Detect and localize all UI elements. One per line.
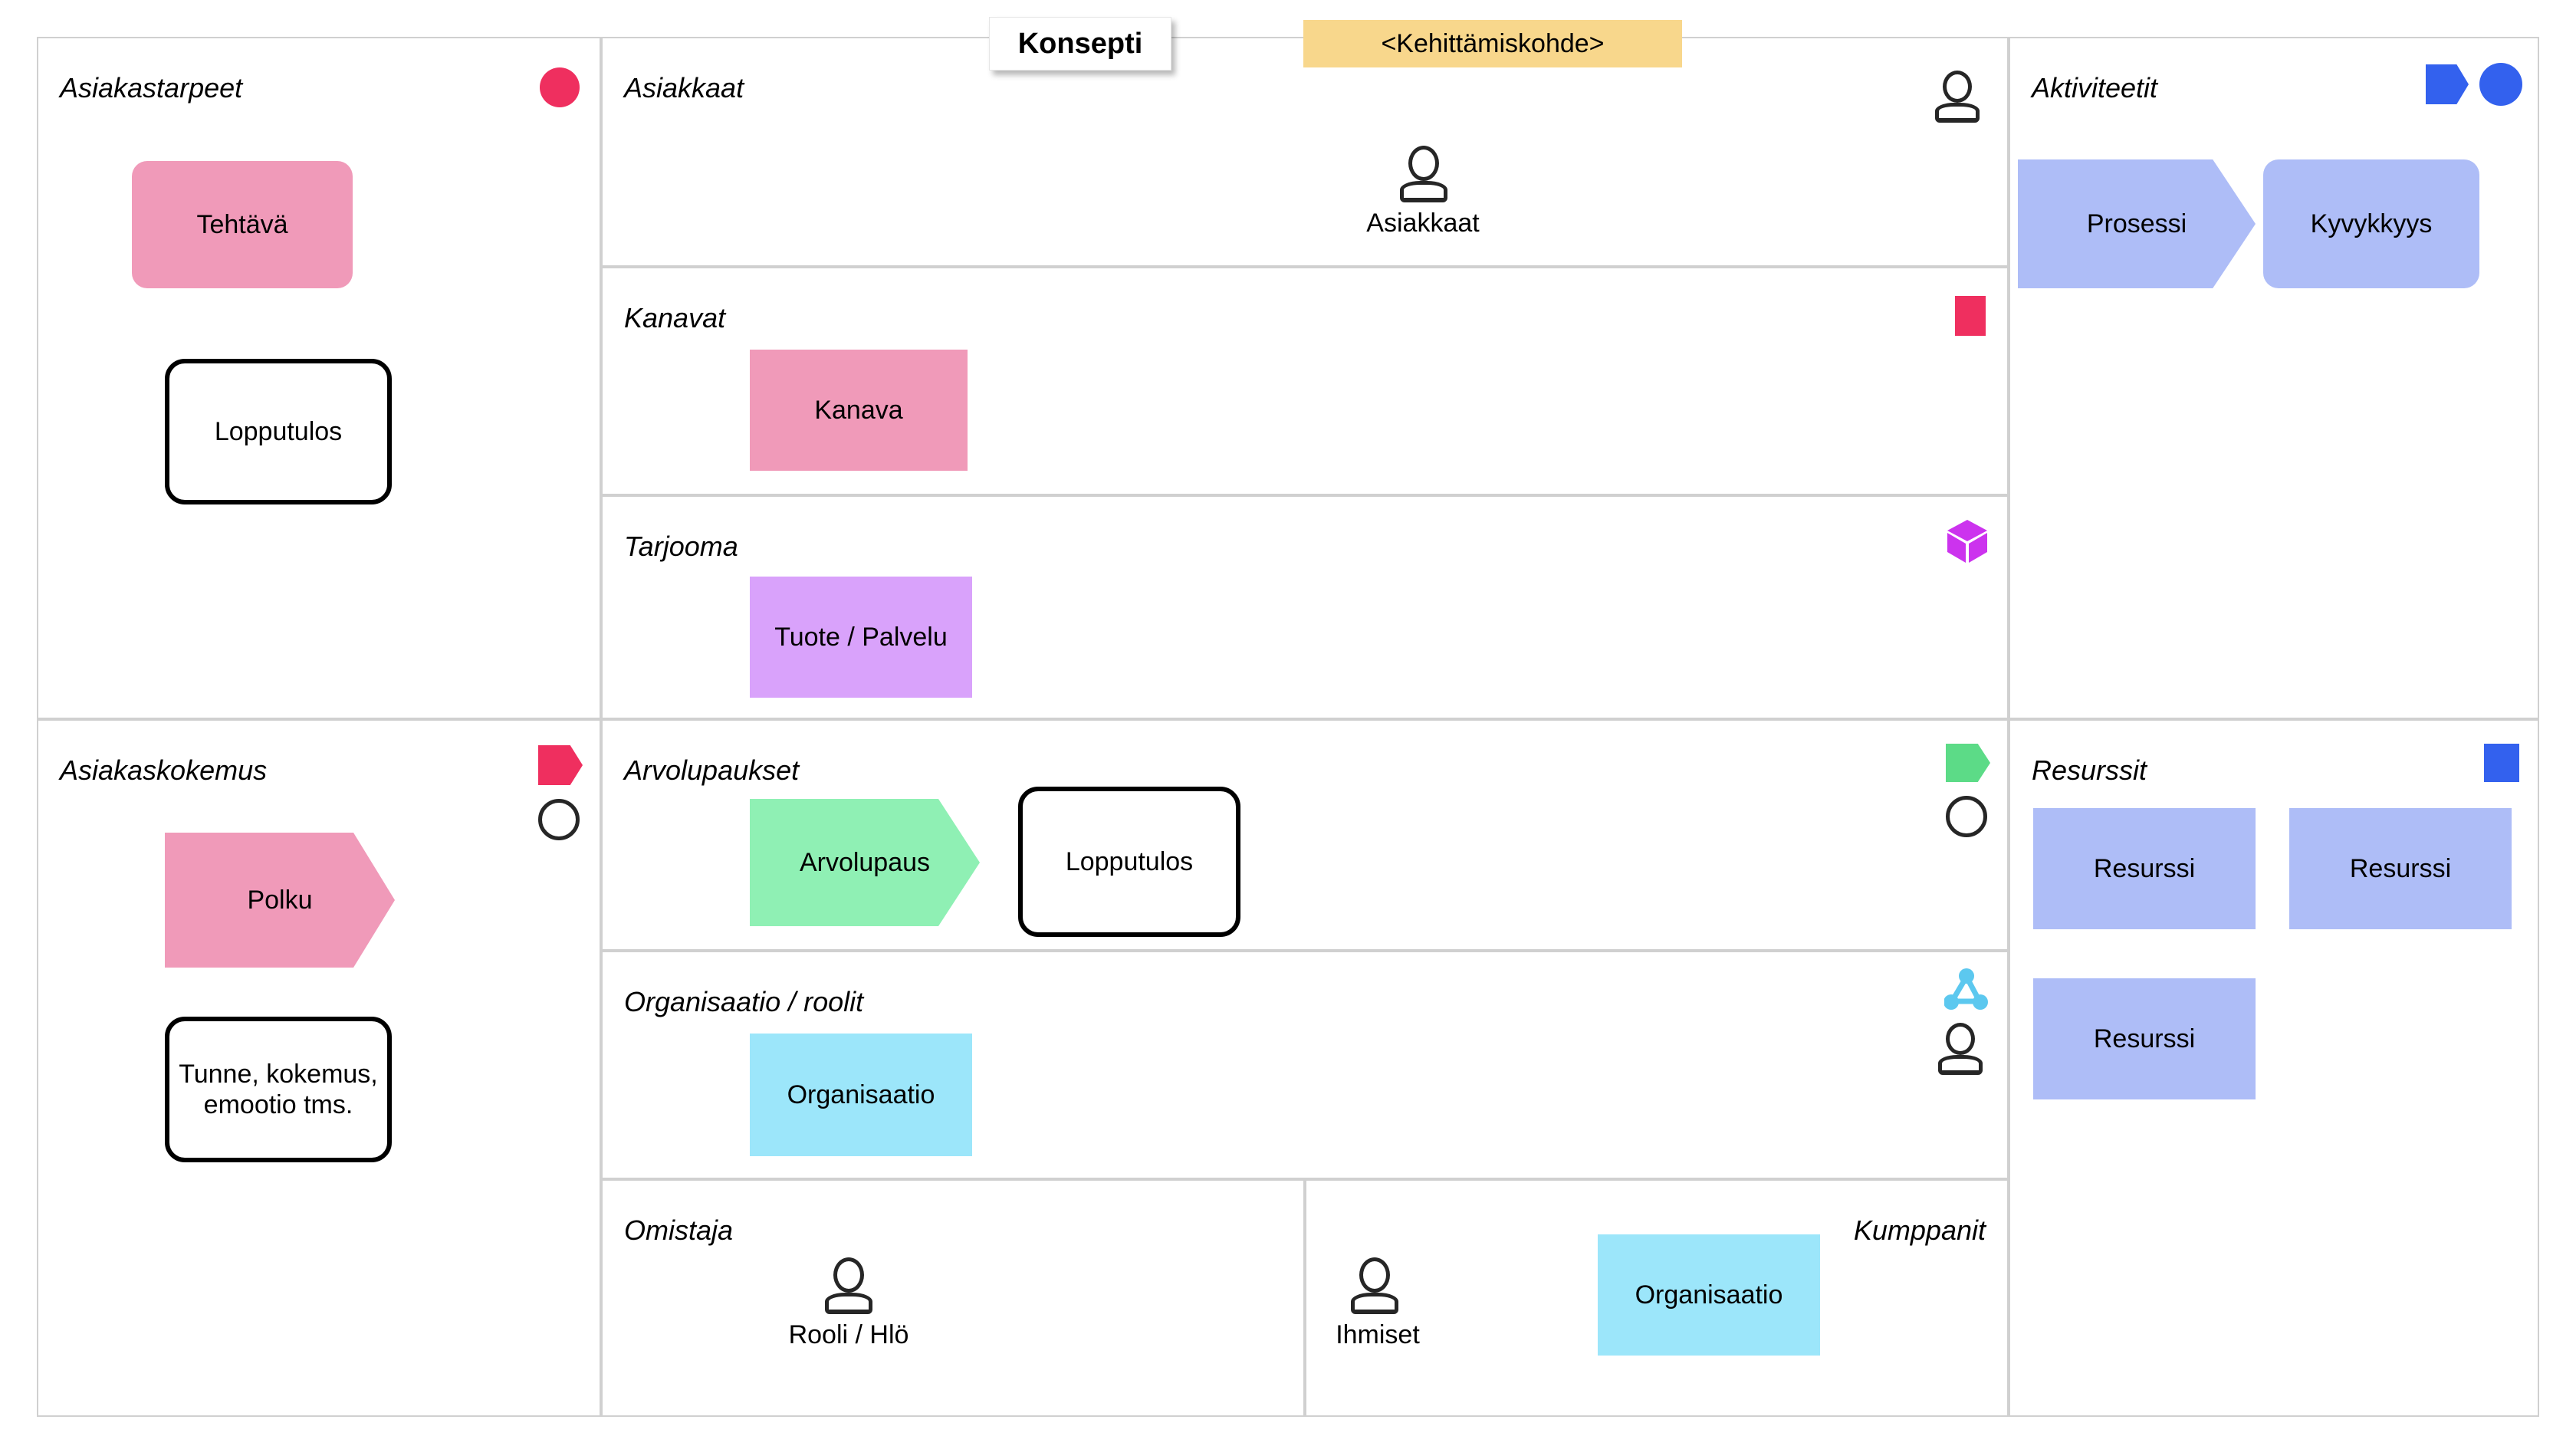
panel-kumppanit[interactable]: Kumppanit Ihmiset Organisaatio: [1305, 1179, 2009, 1417]
cube-icon: [1947, 520, 1987, 563]
person-icon: [1935, 71, 1980, 123]
panel-aktiviteetit[interactable]: Aktiviteetit Prosessi Kyvykkyys: [2009, 37, 2539, 719]
block-lopputulos-tarpeet[interactable]: Lopputulos: [165, 359, 392, 504]
panel-arvolupaukset[interactable]: Arvolupaukset Arvolupaus Lopputulos: [601, 719, 2009, 951]
rect-filled-icon: [1955, 296, 1986, 336]
block-organisaatio-roolit[interactable]: Organisaatio: [750, 1034, 972, 1156]
panel-omistaja[interactable]: Omistaja Rooli / Hlö: [601, 1179, 1305, 1417]
panel-title-kumppanit: Kumppanit: [1853, 1214, 1986, 1246]
block-resurssi-2[interactable]: Resurssi: [2289, 808, 2512, 929]
panel-asiakaskokemus[interactable]: Asiakaskokemus Polku Tunne, kokemus, emo…: [37, 719, 601, 1417]
block-resurssi-3[interactable]: Resurssi: [2033, 978, 2256, 1099]
block-lopputulos-arvo[interactable]: Lopputulos: [1018, 787, 1240, 937]
panel-title-asiakastarpeet: Asiakastarpeet: [60, 72, 243, 104]
panel-title-organisaatio-roolit: Organisaatio / roolit: [624, 986, 864, 1017]
panel-resurssit[interactable]: Resurssit Resurssi Resurssi Resurssi: [2009, 719, 2539, 1417]
block-tehtava[interactable]: Tehtävä: [132, 161, 353, 288]
circle-outline-icon: [538, 799, 580, 840]
panel-title-asiakkaat: Asiakkaat: [624, 72, 744, 104]
person-label-kumppanit: Ihmiset: [1336, 1320, 1420, 1349]
circle-filled-icon-akt: [2479, 63, 2522, 106]
rect-filled-icon-res: [2484, 744, 2519, 782]
block-resurssi-1[interactable]: Resurssi: [2033, 808, 2256, 929]
block-polku[interactable]: Polku: [165, 833, 395, 968]
panel-title-kanavat: Kanavat: [624, 302, 726, 334]
person-icon-roolit: [1938, 1023, 1983, 1075]
panel-title-asiakaskokemus: Asiakaskokemus: [60, 754, 268, 786]
panel-title-arvolupaukset: Arvolupaukset: [624, 754, 800, 786]
block-arvolupaus[interactable]: Arvolupaus: [750, 799, 980, 926]
panel-title-aktiviteetit: Aktiviteetit: [2032, 72, 2158, 104]
chevron-filled-icon: [538, 745, 583, 785]
panel-asiakastarpeet[interactable]: Asiakastarpeet Tehtävä Lopputulos: [37, 37, 601, 719]
konsepti-tab[interactable]: Konsepti: [989, 17, 1171, 71]
chevron-filled-icon-akt: [2426, 64, 2469, 104]
person-icon-asiakkaat: [1400, 146, 1447, 202]
chevron-filled-icon-arvo: [1946, 744, 1990, 782]
panel-title-omistaja: Omistaja: [624, 1214, 734, 1246]
panel-organisaatio-roolit[interactable]: Organisaatio / roolit Organisaatio: [601, 951, 2009, 1179]
panel-title-tarjooma: Tarjooma: [624, 531, 738, 562]
block-tunne-kokemus[interactable]: Tunne, kokemus, emootio tms.: [165, 1017, 392, 1162]
panel-tarjooma[interactable]: Tarjooma Tuote / Palvelu: [601, 495, 2009, 719]
person-icon-kumppanit: [1351, 1257, 1398, 1314]
panel-asiakkaat[interactable]: Asiakkaat Asiakkaat: [601, 37, 2009, 267]
block-prosessi[interactable]: Prosessi: [2018, 159, 2256, 288]
kehittamiskohde-banner[interactable]: <Kehittämiskohde>: [1303, 20, 1682, 67]
network-node-icon: [1944, 968, 1988, 1010]
block-kyvykkyys[interactable]: Kyvykkyys: [2263, 159, 2479, 288]
block-organisaatio-kumppanit[interactable]: Organisaatio: [1598, 1234, 1820, 1356]
block-kanava[interactable]: Kanava: [750, 350, 968, 471]
panel-title-resurssit: Resurssit: [2032, 754, 2147, 786]
person-icon-omistaja: [825, 1257, 872, 1314]
circle-filled-icon: [540, 67, 580, 107]
block-tuote-palvelu[interactable]: Tuote / Palvelu: [750, 577, 972, 698]
person-label-asiakkaat: Asiakkaat: [1366, 209, 1480, 238]
panel-kanavat[interactable]: Kanavat Kanava: [601, 267, 2009, 495]
person-label-omistaja: Rooli / Hlö: [788, 1320, 909, 1349]
circle-outline-icon-arvo: [1946, 796, 1987, 837]
